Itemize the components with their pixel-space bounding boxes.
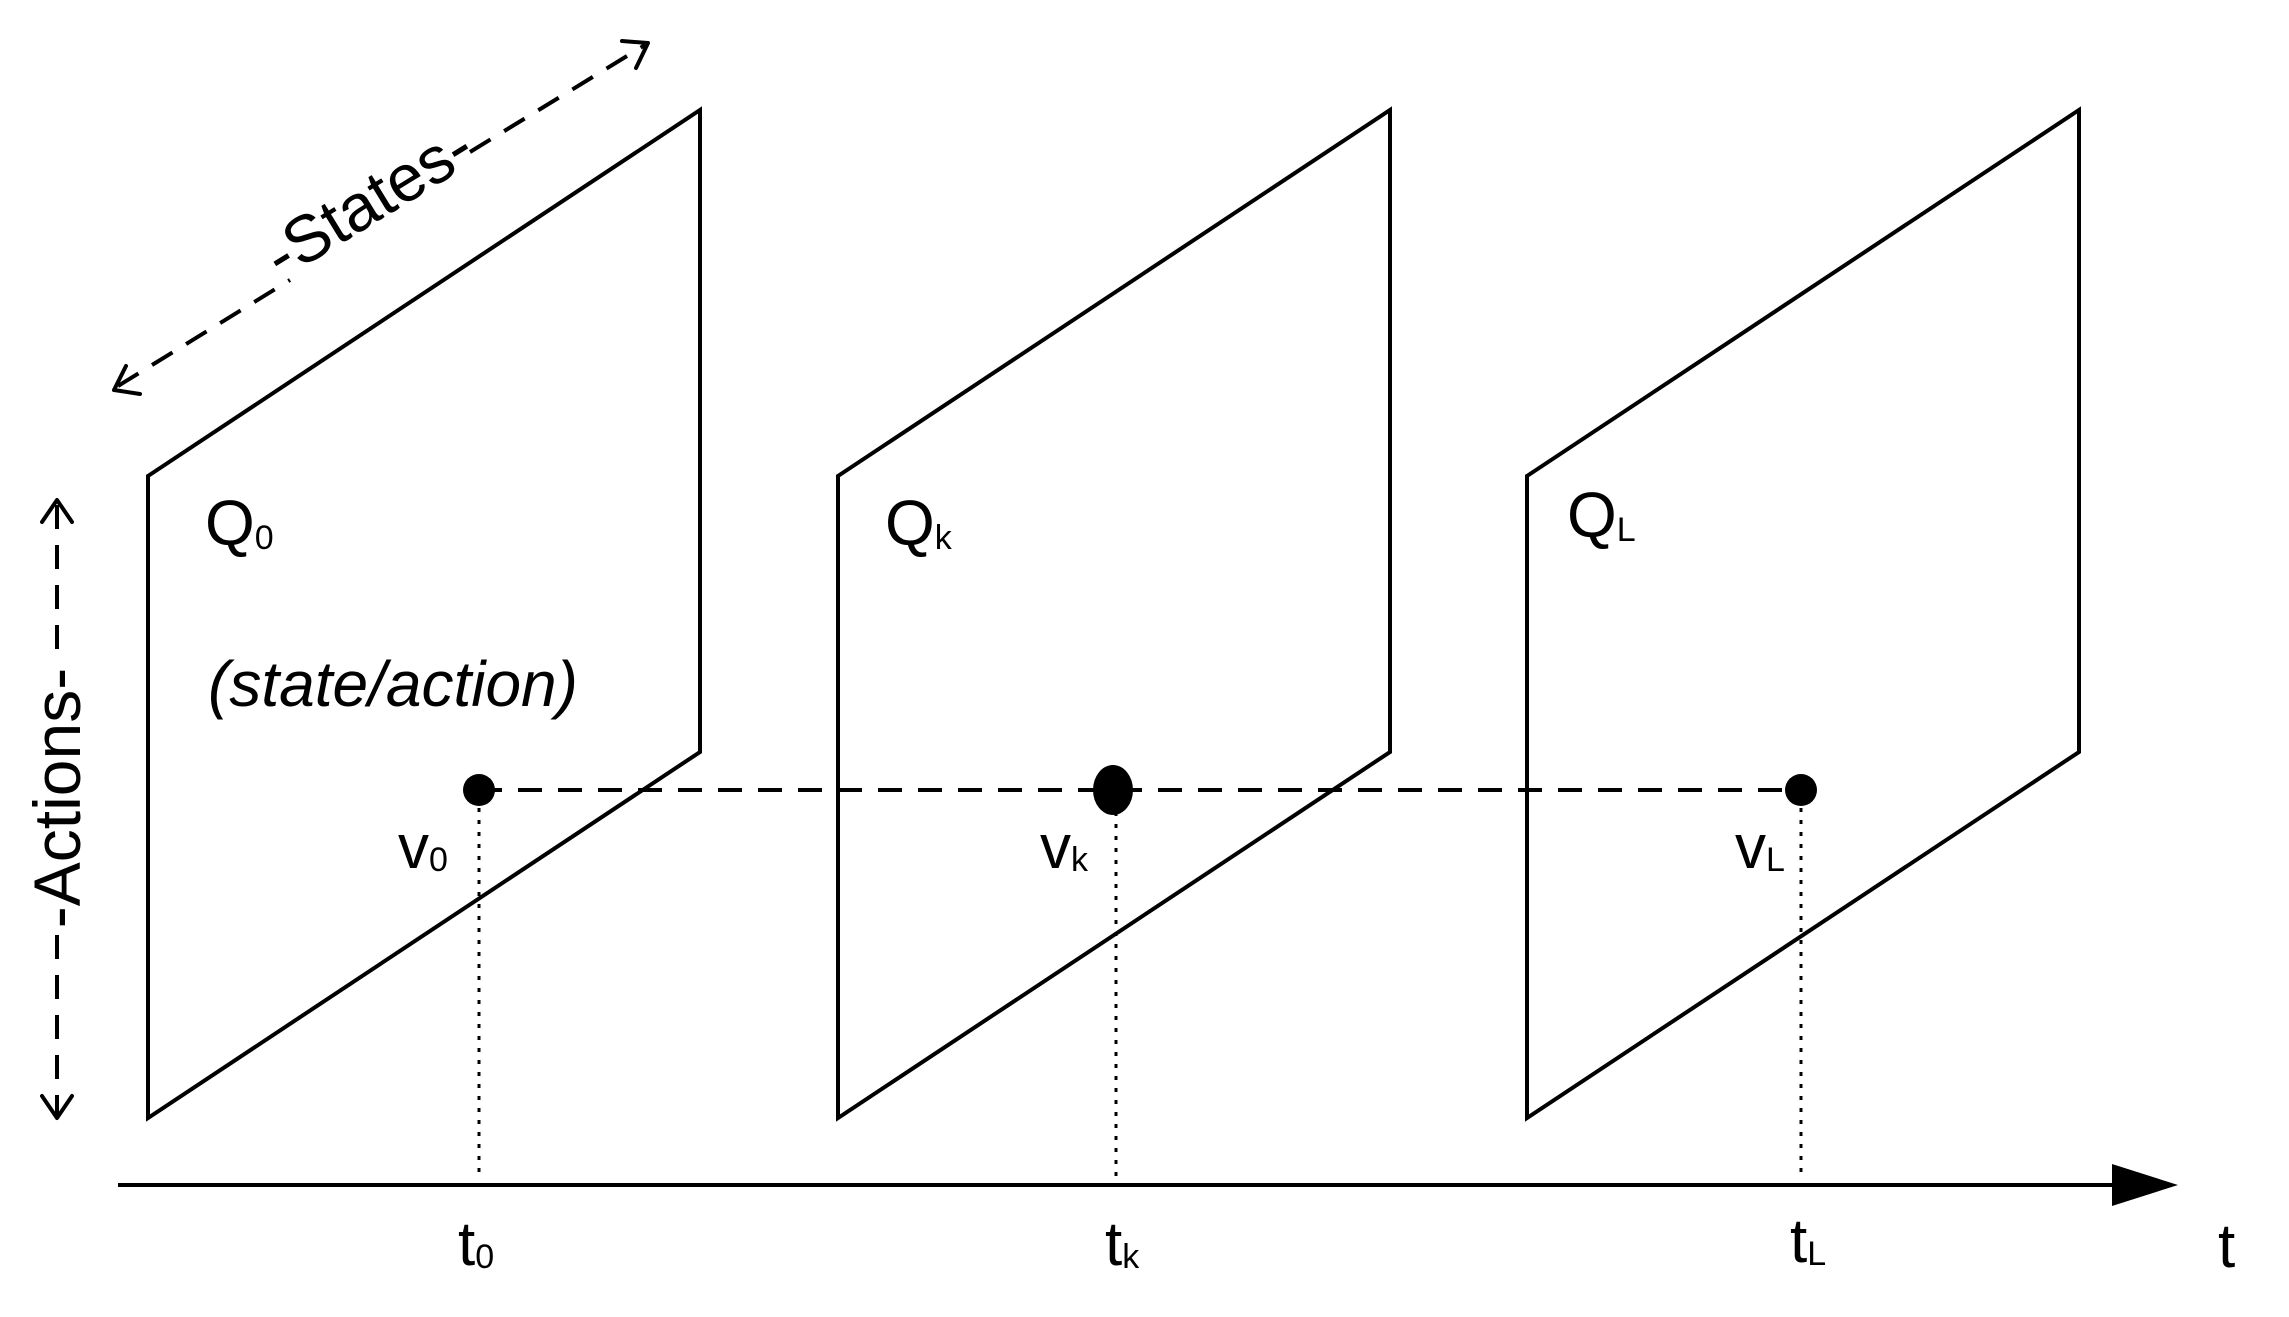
label-t0: t0 <box>458 1210 494 1279</box>
panel-qk-title: Qk <box>885 487 953 559</box>
label-tk: tk <box>1105 1210 1140 1279</box>
panel-q0 <box>146 106 702 1122</box>
states-axis-line-lower <box>116 278 292 388</box>
label-v0: v0 <box>398 813 448 882</box>
states-axis-line-upper <box>468 43 647 154</box>
states-axis-arrowhead-upper <box>620 39 650 70</box>
actions-axis-label: -Actions- <box>20 668 94 928</box>
label-tl: tL <box>1790 1207 1826 1276</box>
states-axis-arrowhead-lower <box>112 364 142 396</box>
time-axis-arrowhead <box>2112 1164 2178 1206</box>
actions-axis-arrowhead-lower <box>40 1094 74 1120</box>
panel-qk <box>836 106 1392 1122</box>
actions-axis: -Actions- <box>20 498 94 1120</box>
point-v0 <box>463 774 495 806</box>
states-axis: -States- <box>112 39 650 396</box>
panel-ql <box>1525 106 2081 1122</box>
point-vl <box>1785 774 1817 806</box>
time-axis-label: t <box>2218 1212 2235 1281</box>
time-axis: t <box>118 1164 2235 1281</box>
label-vl: vL <box>1735 813 1785 882</box>
point-vk <box>1093 765 1133 815</box>
states-axis-label: -States- <box>250 108 486 292</box>
actions-axis-arrowhead-upper <box>40 498 74 524</box>
panel-ql-title: QL <box>1567 479 1636 551</box>
state-action-label: (state/action) <box>208 648 578 720</box>
panel-q0-title: Q0 <box>205 487 274 559</box>
label-vk: vk <box>1040 813 1089 882</box>
